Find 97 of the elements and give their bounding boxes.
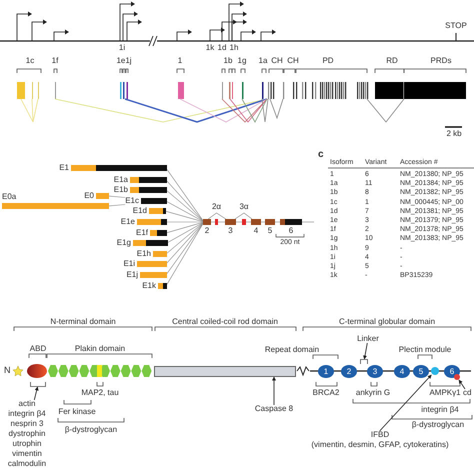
panel-letter: c <box>318 150 324 160</box>
binding-partner-label: vimentin <box>11 450 43 458</box>
exon-label: E1k <box>142 282 156 290</box>
connector-line <box>166 222 204 264</box>
gene-label: CH <box>271 57 283 65</box>
gene-label: PD <box>322 57 334 65</box>
repeat-domain-ellipse: 1 <box>318 364 334 378</box>
exon-label: E1i <box>123 260 135 268</box>
binding-partner-label: MAP2, tau <box>81 389 119 397</box>
domain-label: Linker <box>357 335 379 343</box>
binding-partner-label: integrin β4 <box>421 406 459 414</box>
exon-number: 5 <box>268 227 272 235</box>
exon-number: 2 <box>204 227 210 235</box>
binding-partner-label: ankyrin G <box>356 389 390 397</box>
connector-line <box>166 180 204 222</box>
terminus-label: N <box>4 366 10 375</box>
repeat-domain-ellipse: 2 <box>341 364 357 378</box>
repeat-domain-ellipse: 6 <box>444 364 460 378</box>
exon-label: E1j <box>126 271 138 279</box>
binding-partner-label: actin <box>18 400 36 408</box>
binding-partner-label: IFBD <box>370 431 390 439</box>
connector-line <box>166 222 204 233</box>
exon-label: 3α <box>239 203 249 211</box>
rod-domain-bar <box>154 366 296 377</box>
binding-partner-label: dystrophin <box>8 430 46 438</box>
domain-label: Repeat domain <box>264 346 320 354</box>
binding-partner-label: (vimentin, desmin, GFAP, cytokeratins) <box>311 441 449 449</box>
gene-label: 1h <box>230 44 238 52</box>
exon-label: E1c <box>125 197 139 205</box>
gene-label: 1i <box>118 44 126 52</box>
domain-label: C-terminal globular domain <box>338 318 436 326</box>
binding-partner-label: AMPKγ1 <box>429 389 461 397</box>
exon-label: E0 <box>84 192 94 200</box>
connector-line <box>166 222 204 254</box>
binding-partner-label: β-dystroglycan <box>64 426 118 434</box>
binding-partner-label: integrin β4 <box>8 410 46 418</box>
leader-arrow <box>272 376 276 406</box>
binding-partner-label: Caspase 8 <box>254 405 294 413</box>
connector-line <box>166 223 204 274</box>
exon-label: E1f <box>136 229 148 237</box>
exon-number: 4 <box>254 227 258 235</box>
connector-line <box>234 212 252 220</box>
binding-partner-label: Fer kinase <box>58 408 96 416</box>
exon-number: 6 <box>288 227 294 235</box>
exon-label: E1e <box>120 218 135 226</box>
connector-line <box>166 211 204 222</box>
exon-label: E1d <box>132 207 147 215</box>
repeat-domain-ellipse: 3 <box>367 364 383 378</box>
gene-label: CH <box>287 57 299 65</box>
exon-label: E1h <box>136 250 151 258</box>
connector-line <box>166 169 204 221</box>
binding-partner-label: cd <box>463 389 472 397</box>
gene-label: 1k <box>206 44 214 52</box>
gene-label: 1 <box>178 57 182 65</box>
connector-line <box>166 223 204 285</box>
connector-line <box>166 190 204 222</box>
gene-label: 1a <box>258 57 268 65</box>
gene-label: PRDs <box>430 57 452 65</box>
binding-partner-label: β-dystroglycan <box>412 421 464 429</box>
gene-label: STOP <box>445 22 467 30</box>
connector-line <box>108 196 126 198</box>
leader-arrow <box>363 342 368 360</box>
binding-partner-label: nesprin 3 <box>10 420 44 428</box>
binding-site-circle <box>431 367 439 375</box>
domain-label: N-terminal domain <box>50 318 116 326</box>
connector-line <box>208 212 226 220</box>
gene-label: 1g <box>238 57 246 65</box>
gene-label: 1f <box>52 57 58 65</box>
exon-number: 3 <box>228 227 233 235</box>
exon-label: E0a <box>2 193 16 201</box>
gene-label: RD <box>386 57 398 65</box>
connector-line <box>168 222 204 243</box>
leader-arrow <box>458 380 466 390</box>
gene-label: 1e1j <box>116 57 132 65</box>
exon-label: 2α <box>212 203 222 211</box>
binding-partner-label: calmodulin <box>8 460 46 468</box>
leader-arrow <box>34 386 39 400</box>
connector-line <box>166 201 204 222</box>
domain-label: Plectin module <box>398 346 452 354</box>
leader-arrow <box>379 374 432 432</box>
repeat-domain-ellipse: 4 <box>394 364 410 378</box>
gene-label: 1c <box>26 57 34 65</box>
domain-label: Plakin domain <box>74 345 126 353</box>
exon-label: E1 <box>59 164 69 172</box>
binding-partner-label: utrophin <box>12 440 42 448</box>
domain-label: ABD <box>30 345 46 353</box>
domain-label: Central coiled-coil rod domain <box>172 318 278 326</box>
connector-line <box>108 204 126 206</box>
gene-label: 1d <box>218 44 226 52</box>
repeat-domain-ellipse: 5 <box>413 364 429 378</box>
gene-label: 1b <box>224 57 232 65</box>
binding-partner-label: BRCA2 <box>312 389 340 397</box>
scale-label: 2 kb <box>446 130 462 138</box>
exon-label: E1g <box>116 239 131 247</box>
binding-site-dot <box>454 374 460 380</box>
exon-label: E1b <box>114 186 128 194</box>
exon-label: E1a <box>114 176 128 184</box>
